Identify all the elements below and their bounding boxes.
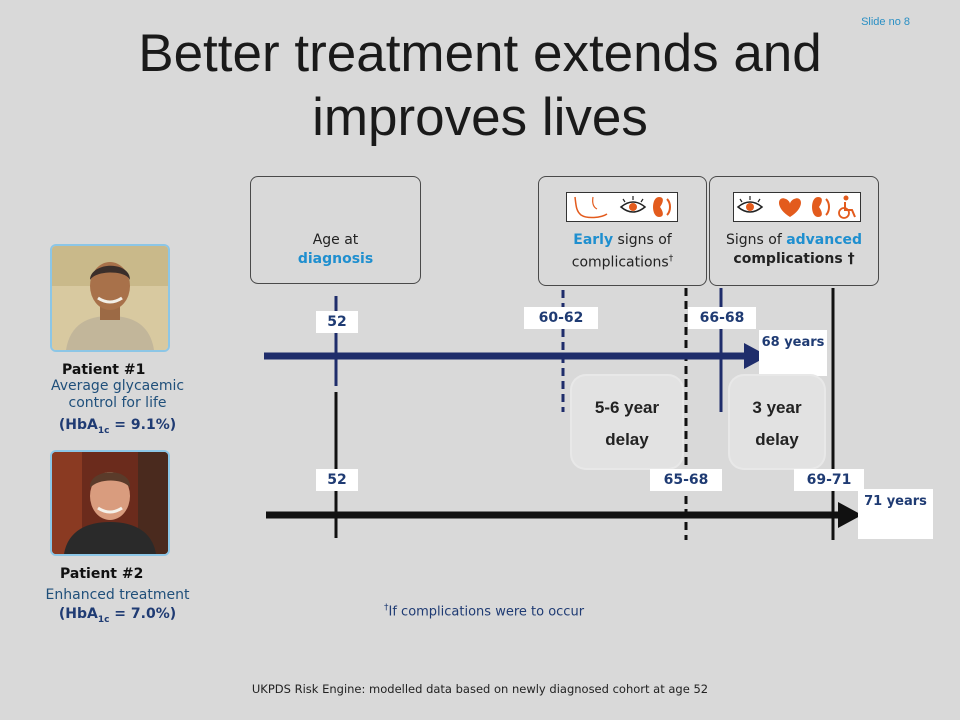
advanced-dagger: † xyxy=(842,251,855,267)
patient2-arrowhead xyxy=(838,502,862,528)
patient1-hba-sub: 1c xyxy=(97,425,110,436)
patient2-hba-sub: 1c xyxy=(97,614,110,625)
patient2-description: Enhanced treatment xyxy=(45,587,190,603)
early-dagger: † xyxy=(668,254,674,264)
patient1-diagnosis-age: 52 xyxy=(316,311,358,333)
patient1-early-age: 60-62 xyxy=(524,307,598,329)
patient2-hba-value: = 7.0%) xyxy=(109,606,177,622)
patient2-avatar xyxy=(52,452,168,554)
advanced-signs-line1: Signs of advanced xyxy=(710,231,878,250)
patient1-avatar xyxy=(52,246,168,350)
eye-icon xyxy=(736,196,764,213)
kidney-icon xyxy=(653,197,671,217)
patient1-photo xyxy=(50,244,170,352)
early-signs-line1: Early signs of xyxy=(539,231,706,250)
advanced-delay-line1: 3 year xyxy=(752,398,802,417)
advanced-delay-line2: delay xyxy=(755,430,799,449)
patient2-photo xyxy=(50,450,170,556)
patient2-life-expectancy: 71 years xyxy=(858,489,933,539)
early-rest: signs of xyxy=(613,232,672,248)
patient2-diagnosis-age: 52 xyxy=(316,469,358,491)
patient1-name: Patient #1 xyxy=(62,362,146,378)
advanced-delay-box: 3 year delay xyxy=(730,376,824,468)
patient2-hba-label: (HbA xyxy=(58,606,98,622)
patient1-arrowhead xyxy=(744,343,768,369)
kidney-icon xyxy=(812,197,830,217)
early-signs-line2: complications† xyxy=(539,250,706,273)
wheelchair-icon xyxy=(838,195,856,219)
patient1-life-expectancy: 68 years xyxy=(759,330,827,376)
early-delay-line1: 5-6 year xyxy=(594,398,660,417)
advanced-signs-line2: complications † xyxy=(710,250,878,269)
early-icons xyxy=(574,196,671,219)
advanced-icons-strip xyxy=(733,192,861,222)
patient1-advanced-age: 66-68 xyxy=(688,307,756,329)
early-delay-line2: delay xyxy=(605,430,649,449)
slide-number: Slide no 8 xyxy=(861,16,910,28)
diagnosis-box: Age at diagnosis xyxy=(250,176,421,284)
advanced-highlight: advanced xyxy=(786,232,863,248)
patient2-advanced-age: 69-71 xyxy=(794,469,864,491)
early-highlight: Early xyxy=(573,232,614,248)
source-footer: UKPDS Risk Engine: modelled data based o… xyxy=(251,682,709,696)
patient1-hba-label: (HbA xyxy=(58,417,98,433)
patient2-name: Patient #2 xyxy=(60,566,144,582)
heart-icon xyxy=(779,198,801,217)
patient1-description: Average glycaemic control for life xyxy=(50,378,185,411)
footnote: †If complications were to occur xyxy=(384,603,584,619)
eye-icon xyxy=(619,196,647,213)
footnote-dagger: † xyxy=(384,603,389,613)
advanced-icons xyxy=(736,195,856,219)
early-delay-box: 5-6 year delay xyxy=(572,376,682,468)
slide-title: Better treatment extends and improves li… xyxy=(138,24,822,147)
early-line2: complications xyxy=(571,254,669,271)
patient1-hba1c: (HbA1c = 9.1%) xyxy=(30,417,205,436)
patient1-hba-value: = 9.1%) xyxy=(109,417,177,433)
diagnosis-box-line2: diagnosis xyxy=(297,251,374,267)
foot-icon xyxy=(574,196,608,219)
early-icons-strip xyxy=(566,192,678,222)
patient2-early-age: 65-68 xyxy=(650,469,722,491)
footnote-text: If complications were to occur xyxy=(388,604,585,620)
advanced-line1a: Signs of xyxy=(725,232,787,248)
patient2-hba1c: (HbA1c = 7.0%) xyxy=(30,606,205,625)
advanced-line2: complications xyxy=(733,251,843,267)
diagnosis-box-line1: Age at xyxy=(312,232,359,248)
